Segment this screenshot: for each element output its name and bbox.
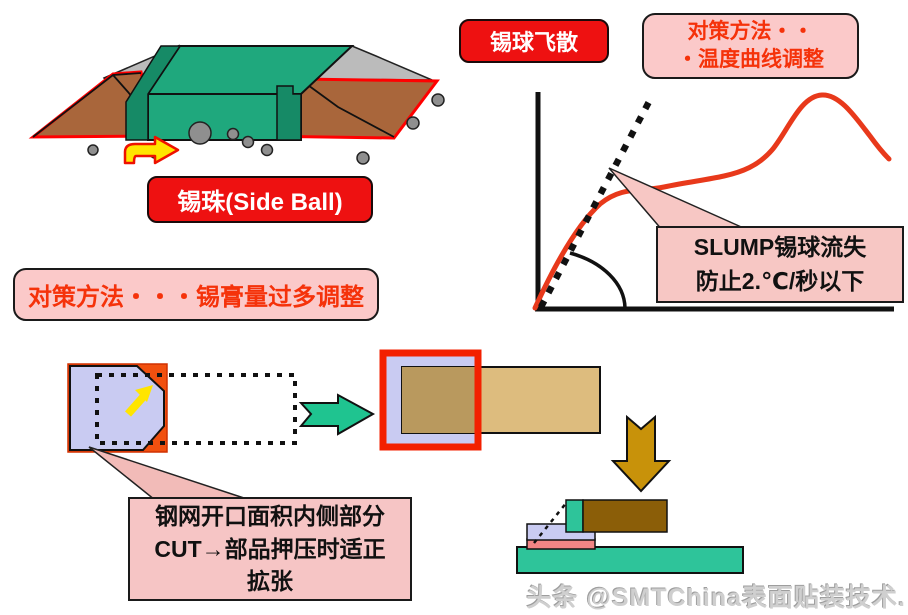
temp-curve-red <box>532 92 892 311</box>
ball-scatter-label-text: 锡球飞散 <box>489 30 578 55</box>
slump-note-box: SLUMP锡球流失 防止2.℃/秒以下 <box>656 226 904 303</box>
steep-slope-dotted-line <box>538 94 655 309</box>
countermeasure-paste-box: 对策方法・・・锡膏量过多调整 <box>13 268 379 321</box>
red-frame-square-border <box>379 349 482 451</box>
component-side-ball-figure <box>28 44 445 165</box>
countermeasure-temp-line2: ・温度曲线调整 <box>677 48 824 71</box>
countermeasure-temp-box: 对策方法・・ ・温度曲线调整 <box>642 13 859 79</box>
temperature-profile-graph <box>532 92 894 312</box>
stencil-callout-pointer <box>88 446 251 501</box>
chip-end-cap-left <box>125 45 182 141</box>
pcb-bar <box>516 546 744 574</box>
slump-note-line2: 防止2.℃/秒以下 <box>695 267 865 294</box>
ball-escape-arrow <box>123 135 180 165</box>
stencil-note-line1: 钢网开口面积内侧部分 <box>155 503 385 530</box>
countermeasure-paste-text: 对策方法・・・锡膏量过多调整 <box>28 284 364 311</box>
countermeasure-temp-line1: 对策方法・・ <box>687 19 814 43</box>
ball-scatter-label: 锡球飞散 <box>459 19 609 63</box>
slump-note-line1: SLUMP锡球流失 <box>693 234 867 261</box>
solder-balls <box>87 93 445 165</box>
stencil-note-line3: 拡张 <box>247 568 293 595</box>
paste-overlap-region <box>402 367 478 433</box>
expand-arrow-shaft <box>125 393 147 417</box>
component-outline-dotted-rect <box>95 373 297 445</box>
gold-down-arrow <box>610 414 672 493</box>
aperture-lavender-cut-shape <box>69 365 165 451</box>
watermark: 头条 @SMTChina表面贴装技术. <box>526 584 906 612</box>
expand-arrow-head <box>135 385 153 402</box>
chip-body-brown <box>582 499 668 533</box>
stencil-note-line2: CUT→部品押压时适正 <box>154 535 386 562</box>
chip-front-face <box>147 93 302 141</box>
side-ball-label-text: 锡珠(Side Ball) <box>177 189 343 216</box>
green-right-arrow <box>298 393 376 436</box>
slope-angle-arc <box>569 251 627 309</box>
stencil-note-box: 钢网开口面积内侧部分 CUT→部品押压时适正 拡张 <box>128 497 412 601</box>
side-ball-label: 锡珠(Side Ball) <box>147 176 373 223</box>
result-figure <box>379 349 744 574</box>
chip-end-cap-right <box>276 85 302 141</box>
chip-terminal-cap <box>565 499 584 533</box>
stencil-aperture-figure <box>67 363 376 501</box>
